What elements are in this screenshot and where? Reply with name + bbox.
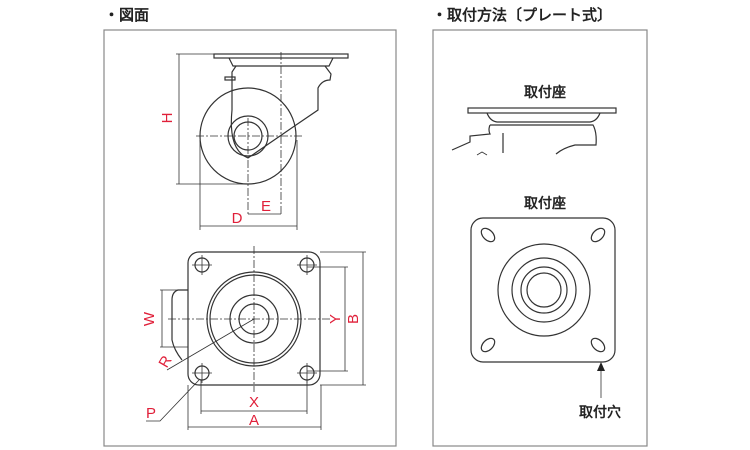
mount-seat-side-label: 取付座 xyxy=(524,84,566,101)
dim-r-label: R xyxy=(155,353,175,371)
hole-pointer-arrow xyxy=(597,362,605,398)
drawing-title: ・図面 xyxy=(104,6,150,24)
plate-side-view xyxy=(451,107,617,156)
plate-top-view xyxy=(470,217,616,363)
drawing-frame xyxy=(103,29,397,447)
dim-x-label: X xyxy=(249,394,259,411)
mount-seat-top-label: 取付座 xyxy=(524,195,566,212)
dim-y-label: Y xyxy=(327,314,344,324)
dim-w-label: W xyxy=(141,311,158,326)
dim-e-label: E xyxy=(261,198,271,215)
mounting-title: ・取付方法〔プレート式〕 xyxy=(432,6,613,24)
dim-d-label: D xyxy=(232,210,243,227)
dim-h-label: H xyxy=(159,113,176,124)
dim-a-label: A xyxy=(249,412,259,429)
caster-top-view xyxy=(146,246,366,430)
dim-p-label: P xyxy=(146,405,156,422)
mounting-frame xyxy=(432,29,648,447)
dim-b-label: B xyxy=(345,314,362,324)
caster-side-view xyxy=(176,52,349,230)
mount-hole-label: 取付穴 xyxy=(579,404,621,421)
